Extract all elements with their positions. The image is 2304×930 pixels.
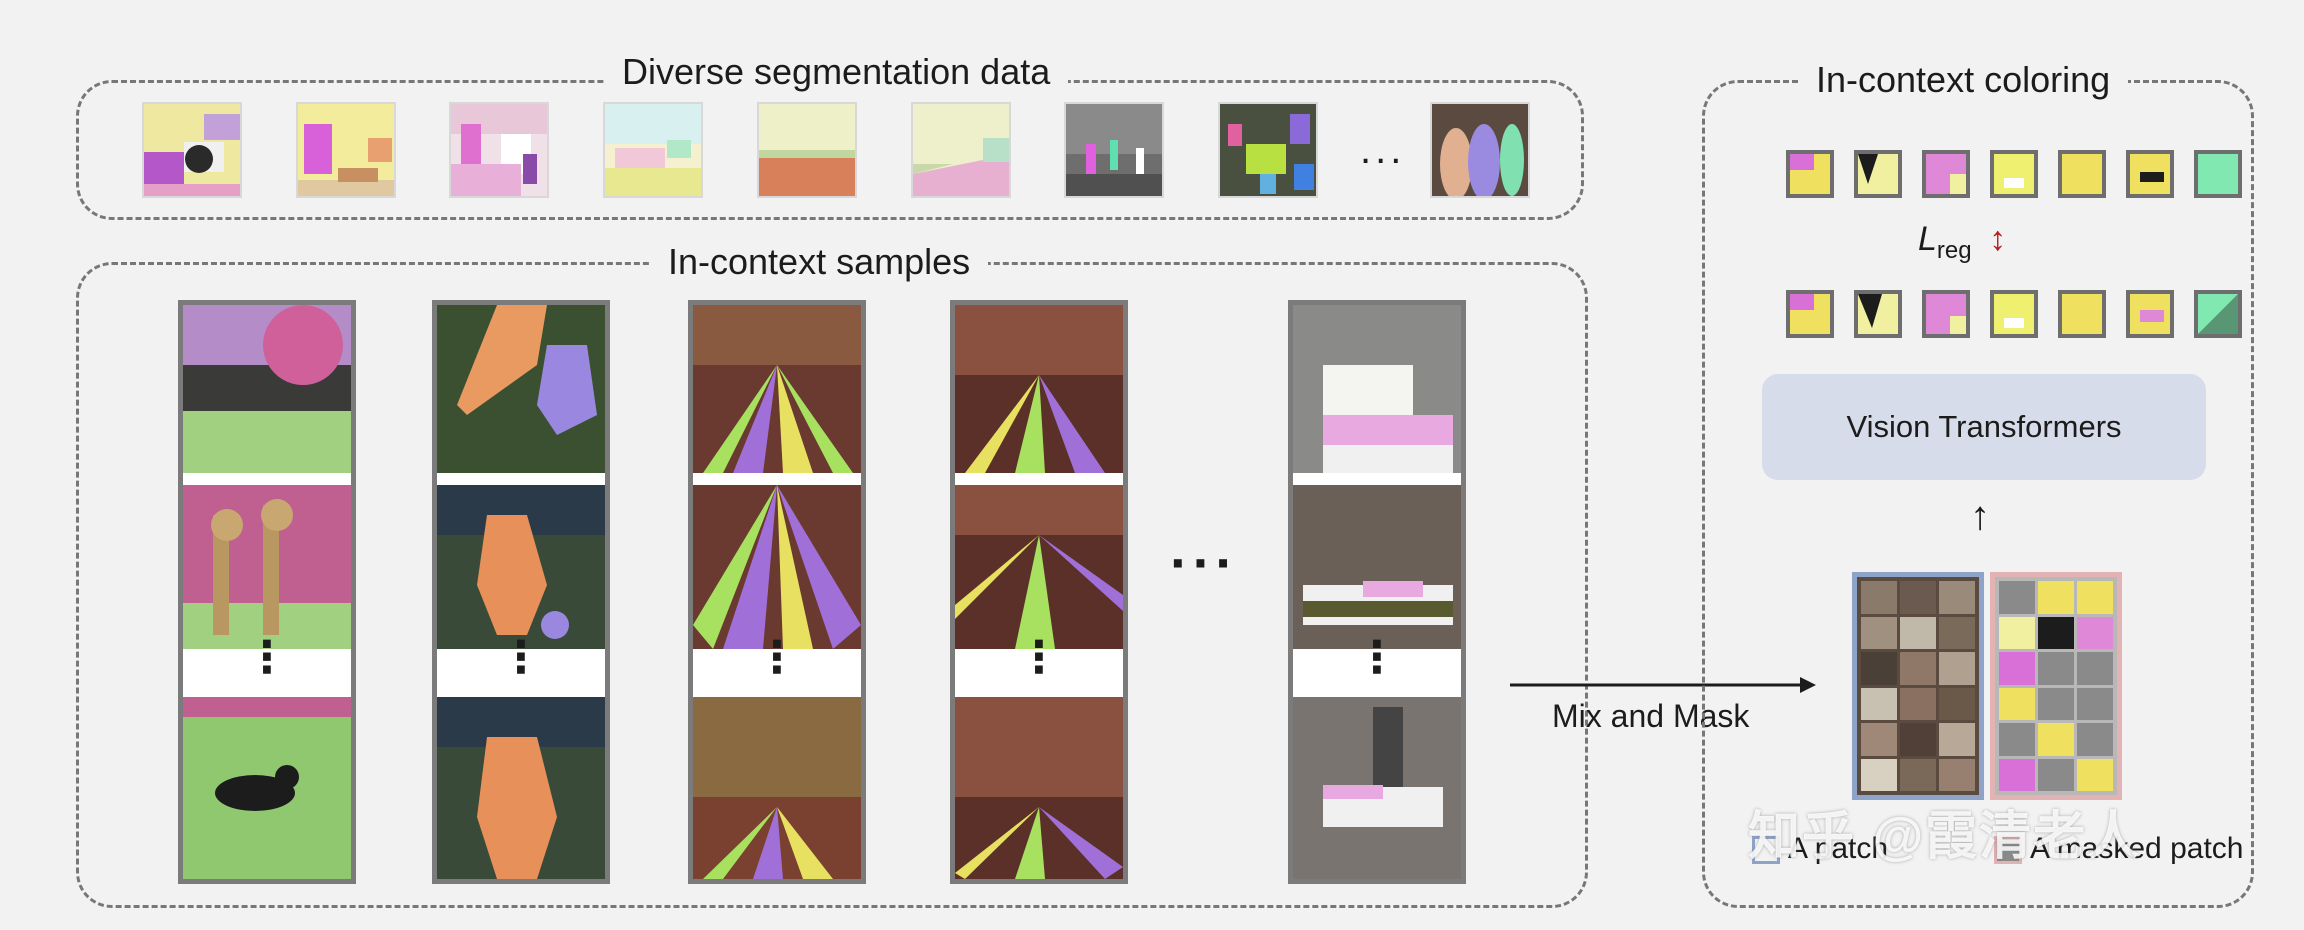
target-patch-7: [2194, 290, 2242, 338]
masked-coloring-grid: [1990, 572, 2122, 800]
sample-4-image-1: [955, 305, 1123, 473]
sample-4-image-3: [955, 697, 1123, 879]
sample-3-image-3: [693, 697, 861, 879]
sample-4-image-2: [955, 485, 1123, 649]
mix-and-mask-label: Mix and Mask: [1552, 698, 1750, 734]
in-context-samples-title: In-context samples: [650, 242, 989, 282]
loss-subscript: reg: [1936, 236, 1972, 264]
thumb-market: [1218, 102, 1318, 198]
sample-2-image-2: [437, 485, 605, 649]
loss-label: Lreg ↕: [1918, 220, 2006, 265]
samples-ellipsis: ···: [1170, 531, 1238, 594]
legend-patch-swatch: [1752, 836, 1780, 865]
target-patch-4: [1990, 290, 2038, 338]
loss-symbol: L: [1918, 220, 1937, 258]
output-patch-6: [2126, 150, 2174, 198]
thumb-room-1: [142, 102, 242, 198]
sample-column-5: ⋮: [1288, 300, 1466, 884]
legend-masked-text: A masked patch: [2030, 832, 2244, 865]
vision-transformers-block: Vision Transformers: [1762, 374, 2206, 480]
sample-3-image-1: [693, 305, 861, 473]
sample-2-image-1: [437, 305, 605, 473]
thumb-street: [1064, 102, 1164, 198]
sample-1-image-1: [183, 305, 351, 473]
target-patch-5: [2058, 290, 2106, 338]
sample-1-image-2: [183, 485, 351, 649]
legend-patch-label: A patch: [1752, 832, 1888, 866]
legend-patch-text: A patch: [1788, 832, 1889, 865]
sample-column-3: ⋮: [688, 300, 866, 884]
target-patch-1: [1786, 290, 1834, 338]
output-patch-4: [1990, 150, 2038, 198]
sample-5-vertical-dots: ⋮: [1355, 633, 1399, 682]
in-context-coloring-title: In-context coloring: [1798, 60, 2129, 100]
target-patch-3: [1922, 290, 1970, 338]
watermark: 知乎 @霞清老人: [1748, 808, 2142, 866]
diverse-data-ellipsis: ...: [1360, 128, 1406, 172]
sample-3-vertical-dots: ⋮: [755, 633, 799, 682]
output-patch-7: [2194, 150, 2242, 198]
thumb-people: [1430, 102, 1530, 198]
sample-3-image-2: [693, 485, 861, 649]
sample-column-1: ⋮: [178, 300, 356, 884]
sample-4-vertical-dots: ⋮: [1017, 633, 1061, 682]
sample-column-4: ⋮: [950, 300, 1128, 884]
output-patch-1: [1786, 150, 1834, 198]
legend-masked-label: A masked patch: [1994, 832, 2243, 866]
thumb-room-2: [296, 102, 396, 198]
sample-1-vertical-dots: ⋮: [245, 633, 289, 682]
sample-5-image-2: [1293, 485, 1461, 649]
up-arrow-icon: ↑: [1970, 494, 1990, 538]
target-patch-2: [1854, 290, 1902, 338]
sample-5-image-1: [1293, 305, 1461, 473]
sample-2-image-3: [437, 697, 605, 879]
input-image-grid: [1852, 572, 1984, 800]
thumb-desert: [757, 102, 857, 198]
target-patch-row: [1786, 290, 2242, 338]
sample-column-2: ⋮: [432, 300, 610, 884]
sample-5-image-3: [1293, 697, 1461, 879]
legend-masked-swatch: [1994, 836, 2022, 865]
thumb-room-3: [449, 102, 549, 198]
sample-1-image-3: [183, 697, 351, 879]
thumb-road: [911, 102, 1011, 198]
sample-2-vertical-dots: ⋮: [499, 633, 543, 682]
target-patch-6: [2126, 290, 2174, 338]
output-patch-5: [2058, 150, 2106, 198]
diverse-data-title: Diverse segmentation data: [604, 52, 1069, 92]
mix-and-mask-arrow: [1510, 677, 1816, 693]
output-patch-3: [1922, 150, 1970, 198]
predicted-patch-row: [1786, 150, 2242, 198]
loss-arrow-icon: ↕: [1989, 220, 2007, 258]
thumb-room-4: [603, 102, 703, 198]
output-patch-2: [1854, 150, 1902, 198]
